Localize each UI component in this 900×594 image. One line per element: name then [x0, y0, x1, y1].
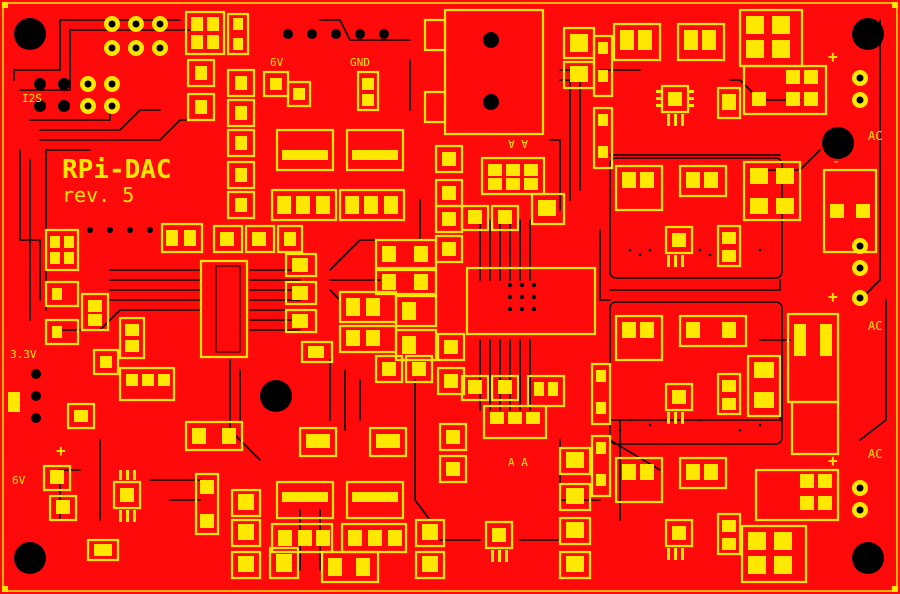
power-pads-top [283, 29, 389, 39]
label-ac-1: AC [868, 129, 882, 143]
opamp-footprints [275, 128, 405, 520]
board-revision: rev. 5 [62, 183, 134, 207]
label-aa-bottom: A A [508, 456, 528, 469]
silkscreen-text: RPi-DAC rev. 5 I2S 6V GND 3.3V 6V AC AC … [10, 47, 882, 487]
mounting-hole-bl [14, 542, 46, 574]
mounting-hole-mid-left [260, 380, 292, 412]
qfn-pins [119, 90, 694, 562]
qfn-regulators [112, 84, 694, 550]
label-plus-4: + [56, 441, 66, 460]
trace-network [13, 19, 887, 571]
left-ic [199, 259, 249, 359]
label-gnd: GND [350, 56, 370, 69]
label-ac-2: AC [868, 319, 882, 333]
output-connectors [852, 70, 868, 518]
dac-chip [465, 266, 597, 336]
label-plus-1: + [828, 47, 838, 66]
label-i2s: I2S [22, 92, 42, 105]
label-ac-3: AC [868, 447, 882, 461]
label-plus-3: + [828, 451, 838, 470]
mounting-hole-mid-right [822, 127, 854, 159]
mounting-hole-br [852, 542, 884, 574]
regulator-top [423, 8, 545, 136]
smd-components [42, 8, 878, 584]
via-field [87, 227, 762, 432]
label-6v-left: 6V [12, 474, 26, 487]
board-title: RPi-DAC [62, 155, 172, 185]
label-3v3: 3.3V [10, 348, 37, 361]
gpio-header [34, 16, 168, 114]
label-plus-2: + [828, 287, 838, 306]
label-6v-top: 6V [270, 56, 284, 69]
mounting-hole-tr [852, 18, 884, 50]
left-test-pads [8, 369, 41, 423]
mounting-hole-tl [14, 18, 46, 50]
label-minus-1: - [832, 154, 840, 170]
label-aa-top: A A [508, 137, 528, 150]
